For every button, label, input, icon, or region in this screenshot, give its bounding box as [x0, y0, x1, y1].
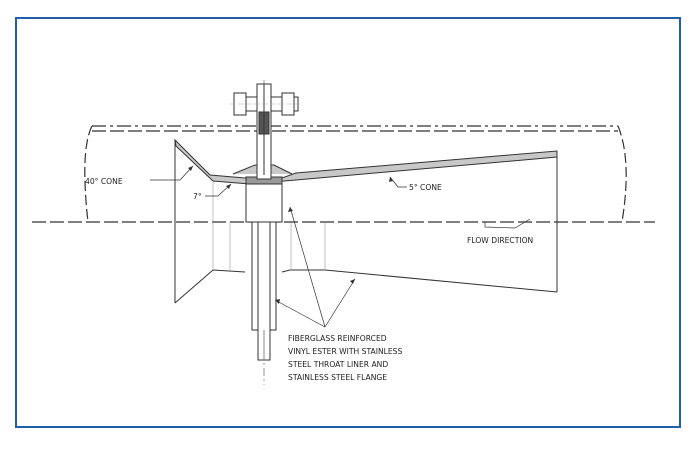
label-7-degree: 7° — [193, 192, 202, 201]
label-5-cone: 5° CONE — [409, 183, 442, 192]
probe-stem — [251, 221, 277, 361]
note-line: VINYL ESTER WITH STAINLESS — [288, 347, 402, 356]
label-flow-direction: FLOW DIRECTION — [467, 236, 533, 245]
pipe-outline — [84, 125, 627, 223]
probe-housing — [245, 183, 283, 223]
note-line: FIBERGLASS REINFORCED — [288, 334, 387, 343]
leader-lines — [150, 165, 531, 328]
arrowheads — [188, 166, 393, 304]
bolt-assembly — [230, 83, 302, 180]
note-line: STAINLESS STEEL FLANGE — [288, 373, 387, 382]
diagram-frame — [15, 17, 681, 428]
note-line: STEEL THROAT LINER AND — [288, 360, 388, 369]
material-note: FIBERGLASS REINFORCED VINYL ESTER WITH S… — [288, 334, 402, 382]
label-40-cone: 40° CONE — [85, 177, 123, 186]
